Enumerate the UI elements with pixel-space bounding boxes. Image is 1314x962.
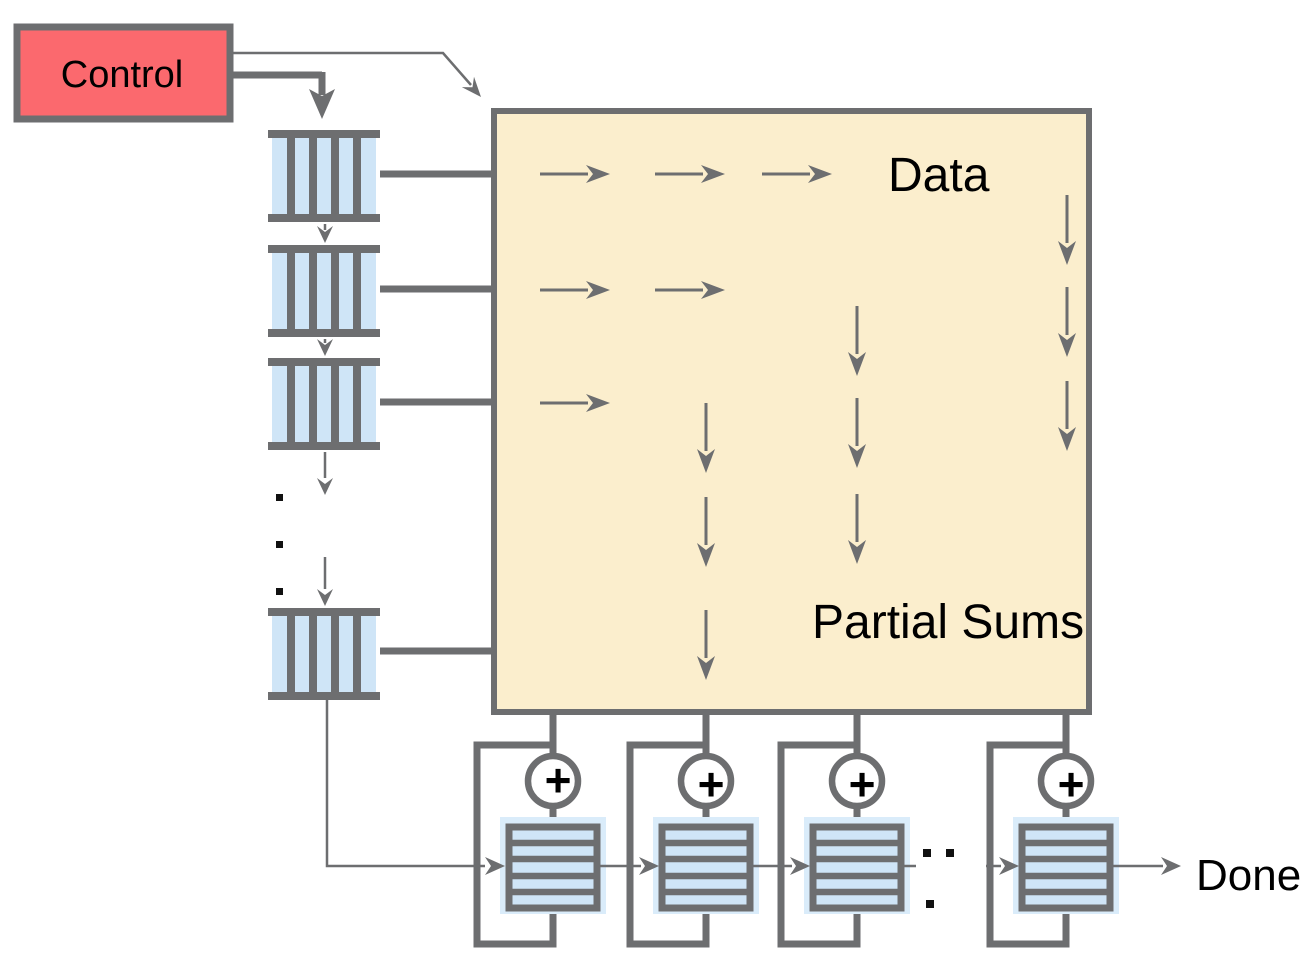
arrowhead-icon [1161,857,1181,875]
control-to-queues-wire [230,71,335,119]
feedback-loop-wire [473,741,557,948]
accumulator-chain-arrow [986,857,1019,875]
queue-ellipsis-dot [276,588,283,595]
accumulator-unit-2: + [626,709,759,948]
adder-plus-icon: + [545,754,572,806]
input-queue-2 [268,245,380,337]
data-label: Data [888,149,990,202]
queue-down-arrow [317,557,333,606]
feedback-loop-wire [986,741,1070,948]
done-arrow [1112,857,1181,875]
arrowhead-icon [309,89,335,119]
accumulator-register [505,823,601,912]
control-label: Control [61,54,184,96]
control-to-array-wire [230,51,481,97]
arrowhead-icon [461,76,481,97]
feedback-loop-wire [626,741,710,948]
register-stripes [512,839,594,896]
systolic-array-box [491,108,1092,715]
queue-ellipsis-dot [276,541,283,548]
input-queue-1 [268,130,380,222]
partial-sums-label: Partial Sums [812,596,1084,649]
accumulator-register [658,823,754,912]
input-queue-4 [268,608,380,700]
register-stripes [1025,839,1107,896]
accumulator-ellipsis-dot [926,900,934,908]
register-stripes [665,839,747,896]
accumulator-register [809,823,905,912]
arrowhead-icon [485,857,505,875]
done-label: Done [1196,851,1301,900]
feedback-loop-wire [777,741,861,948]
queue-down-arrow [317,224,333,243]
accumulator-chain-arrow [600,857,659,875]
accumulator-chain-arrow [752,857,810,875]
register-stripes [816,839,898,896]
accumulator-unit-1: + [473,709,606,948]
adder-plus-icon: + [849,758,876,810]
accumulator-register [1018,823,1114,912]
accumulator-unit-4: + [986,709,1119,948]
accumulator-ellipsis-dot [946,849,954,857]
control-box: Control [13,23,234,123]
input-queue-3 [268,358,380,450]
queue-down-arrow [317,452,333,495]
queue-to-chain-wire [325,700,505,875]
queue-ellipsis-dot [276,494,283,501]
adder-plus-icon: + [1058,758,1085,810]
queue-down-arrow [317,339,333,356]
accumulator-unit-3: + [777,709,910,948]
adder-plus-icon: + [698,758,725,810]
accumulator-ellipsis-dot [923,849,931,857]
